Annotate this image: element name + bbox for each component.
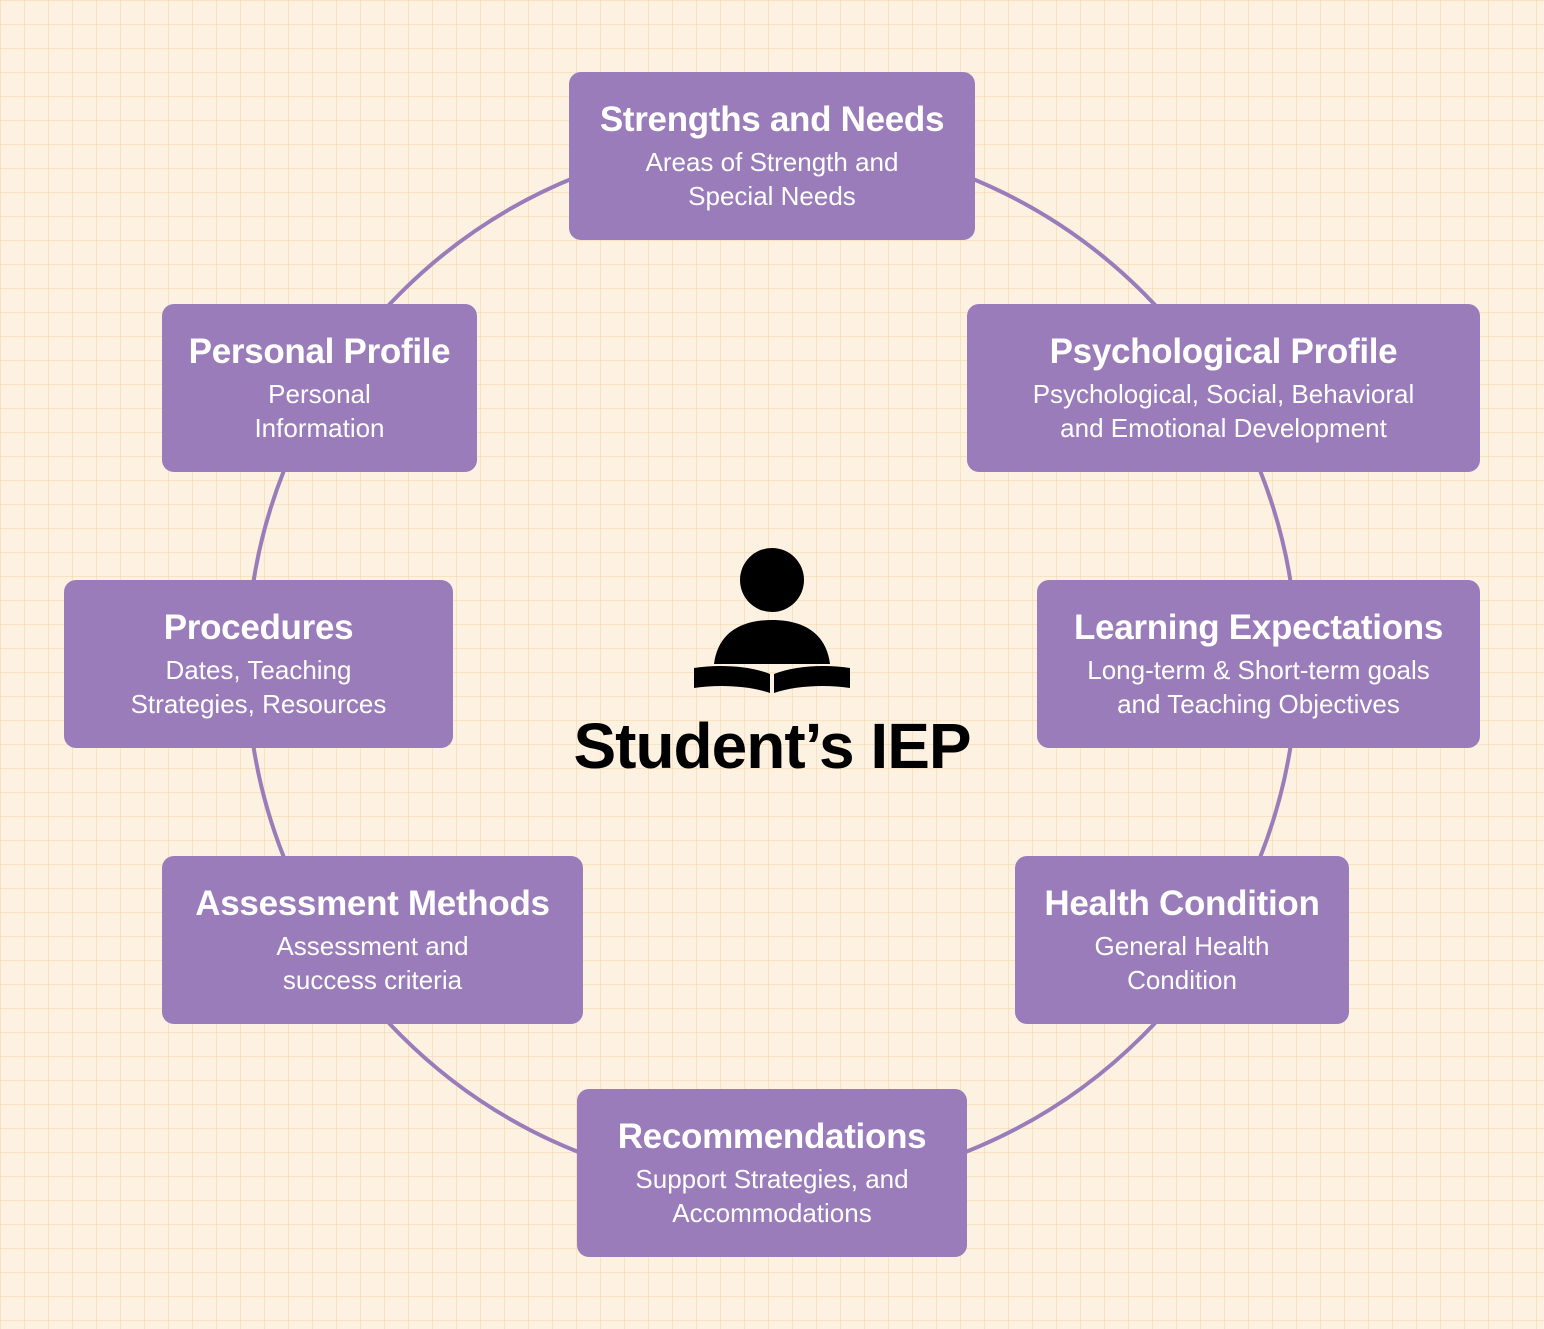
node-strengths-and-needs: Strengths and Needs Areas of Strength an… [569,72,975,240]
student-reading-book-icon [694,548,850,693]
node-title: Psychological Profile [1049,332,1398,371]
node-title: Learning Expectations [1073,608,1444,647]
node-learning-expectations: Learning Expectations Long-term & Short-… [1037,580,1480,748]
node-title: Assessment Methods [195,884,550,923]
node-title: Health Condition [1044,884,1320,923]
node-title: Procedures [163,608,354,647]
node-title: Personal Profile [188,332,451,371]
center-title: Student’s IEP [573,710,971,782]
node-psychological-profile: Psychological Profile Psychological, Soc… [967,304,1480,472]
node-title: Strengths and Needs [599,100,945,139]
node-title: Recommendations [617,1117,927,1156]
